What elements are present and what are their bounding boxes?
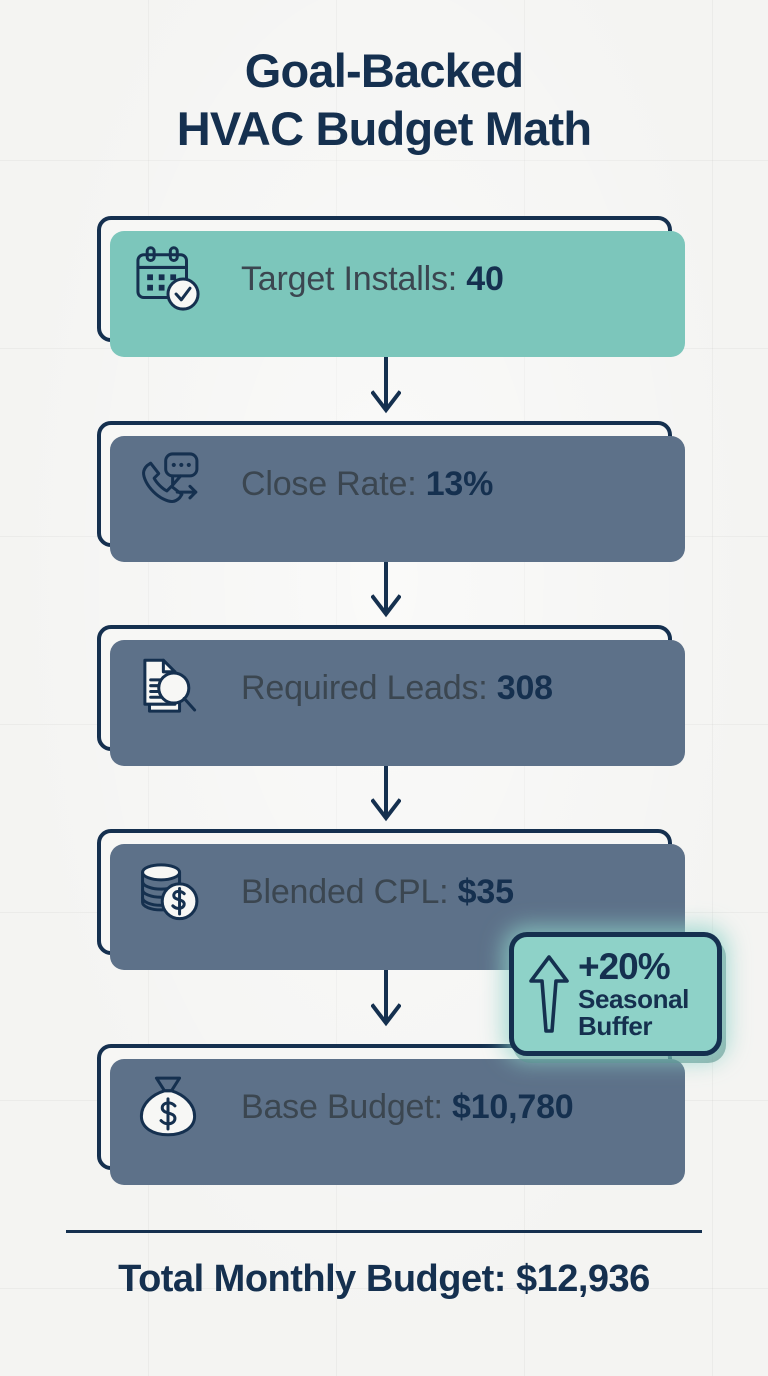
flow-step-label: Required Leads: [241, 668, 497, 707]
page-title: Goal-Backed HVAC Budget Math [0, 42, 768, 159]
phone-chat-icon [127, 443, 209, 525]
calendar-check-icon [127, 238, 209, 320]
flow-step-target-installs[interactable]: Target Installs: 40 [97, 216, 685, 357]
document-search-icon [127, 647, 209, 729]
flow-step-value: $35 [457, 872, 514, 911]
total-monthly-budget: Total Monthly Budget: $12,936 [118, 1258, 650, 1300]
flow-step-value: $10,780 [452, 1087, 574, 1126]
buffer-percent: +20% [578, 945, 671, 987]
down-arrow-icon [370, 961, 402, 1031]
down-arrow-icon [370, 756, 402, 826]
flow-step-close-rate[interactable]: Close Rate: 13% [97, 421, 685, 562]
flow-step-label: Base Budget: [241, 1087, 452, 1126]
flow-step-value: 308 [496, 668, 553, 707]
flow-step-text: Blended CPL: $35 [241, 873, 514, 912]
buffer-line-1: Seasonal [578, 984, 689, 1015]
flow-step-value: 13% [425, 464, 494, 503]
flow-step-label: Blended CPL: [241, 872, 458, 911]
buffer-line-2: Buffer [578, 1011, 653, 1042]
seasonal-buffer-text: +20% Seasonal Buffer [578, 945, 689, 1042]
flow-step-value: 40 [466, 259, 504, 298]
money-bag-dollar-icon [127, 1066, 209, 1148]
up-arrow-icon [526, 951, 572, 1037]
flow-step-text: Base Budget: $10,780 [241, 1088, 574, 1127]
flow-step-base-budget[interactable]: Base Budget: $10,780 [97, 1044, 685, 1185]
flow-step-text: Target Installs: 40 [241, 260, 504, 299]
seasonal-buffer-badge[interactable]: +20% Seasonal Buffer [509, 932, 722, 1056]
flow-step-text: Close Rate: 13% [241, 465, 493, 504]
coin-stack-dollar-icon [127, 851, 209, 933]
down-arrow-icon [370, 552, 402, 622]
title-line-1: Goal-Backed [244, 44, 524, 97]
title-line-2: HVAC Budget Math [176, 102, 592, 156]
footer-divider [66, 1230, 702, 1233]
flow-step-required-leads[interactable]: Required Leads: 308 [97, 625, 685, 766]
flow-step-label: Close Rate: [241, 464, 426, 503]
flow-step-text: Required Leads: 308 [241, 669, 553, 708]
down-arrow-icon [370, 348, 402, 418]
flow-step-label: Target Installs: [241, 259, 467, 298]
